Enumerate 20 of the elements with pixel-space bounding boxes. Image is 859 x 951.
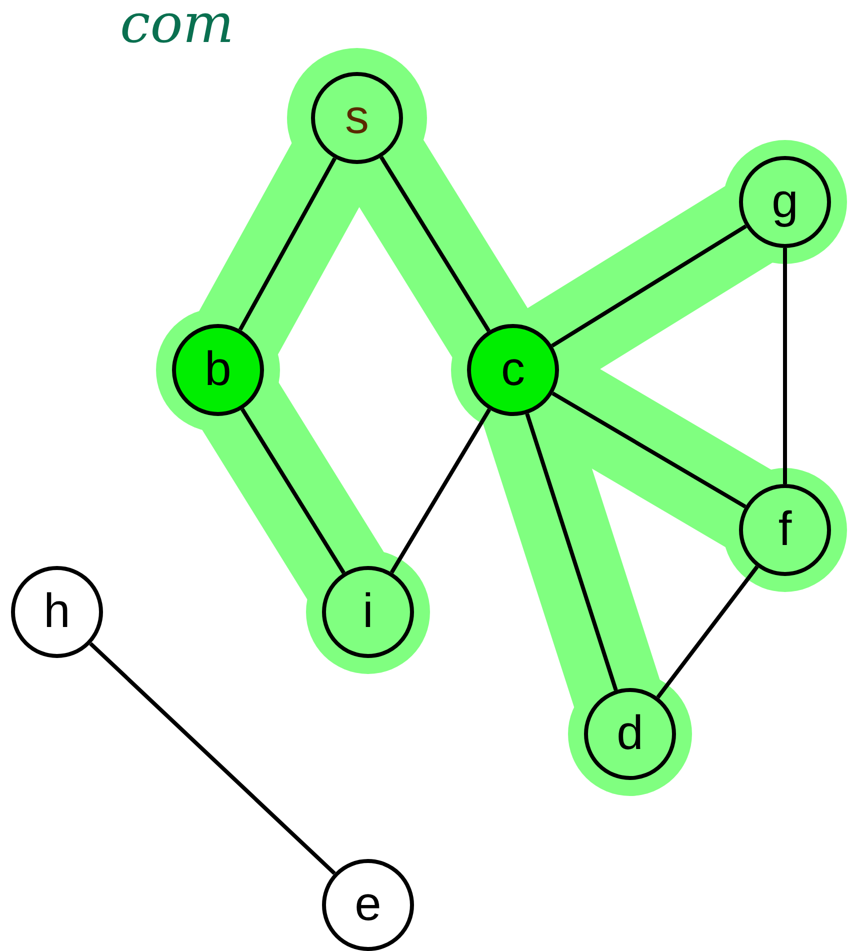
edge-line — [390, 408, 492, 574]
edge-line — [551, 224, 747, 348]
vertex-label: e — [354, 881, 382, 929]
vertex-label: h — [44, 588, 70, 636]
vertex-label: d — [616, 710, 644, 758]
edge-line — [525, 413, 618, 691]
handwritten-note: com — [120, 0, 234, 55]
edge-line — [656, 565, 759, 699]
edge-line — [552, 392, 746, 508]
vertex-label: s — [345, 94, 369, 142]
edge-line — [380, 156, 490, 332]
edge-line — [238, 157, 337, 331]
vertex-label: c — [501, 346, 525, 394]
vertex-label: f — [778, 506, 792, 554]
vertex-label: i — [362, 588, 374, 636]
edge-line — [89, 642, 336, 875]
edge-line — [240, 408, 346, 574]
vertex-label: b — [204, 346, 232, 394]
edge-line — [783, 248, 787, 484]
vertex-label: g — [772, 178, 798, 226]
